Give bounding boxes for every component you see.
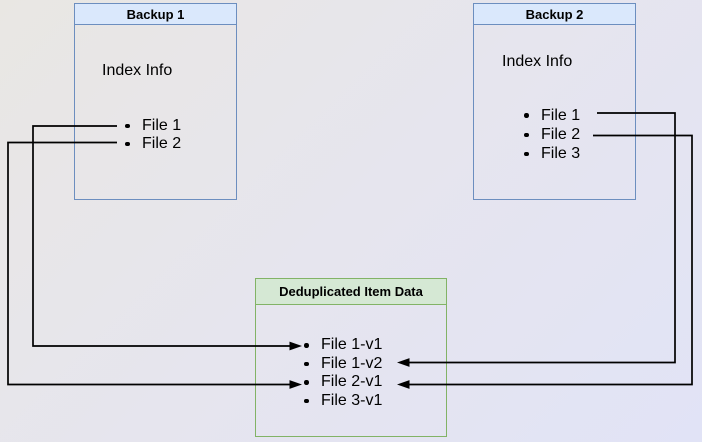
bullet-icon xyxy=(304,380,309,385)
file-label: File 2 xyxy=(541,125,581,143)
list-item: File 2 xyxy=(524,125,580,144)
file-version-label: File 2-v1 xyxy=(321,373,383,391)
bullet-icon xyxy=(304,398,309,403)
file-label: File 1 xyxy=(541,106,581,124)
list-item: File 3 xyxy=(524,145,580,164)
backup2-box: Backup 2 xyxy=(473,3,636,200)
file-version-label: File 1-v1 xyxy=(321,336,383,354)
list-item: File 2 xyxy=(125,135,181,153)
backup2-header: Backup 2 xyxy=(474,4,635,25)
list-item: File 1-v1 xyxy=(304,336,382,355)
list-item: File 3-v1 xyxy=(304,392,382,411)
list-item: File 1 xyxy=(524,106,580,125)
file-label: File 2 xyxy=(142,135,182,152)
file-version-label: File 1-v2 xyxy=(321,354,383,372)
file-version-label: File 3-v1 xyxy=(321,391,383,409)
bullet-icon xyxy=(304,343,309,348)
backup2-index-info-label: Index Info xyxy=(502,53,573,70)
list-item: File 1 xyxy=(125,117,181,135)
dedup-file-list: File 1-v1 File 1-v2 File 2-v1 File 3-v1 xyxy=(304,336,382,410)
bullet-icon xyxy=(524,113,529,118)
dedup-header: Deduplicated Item Data xyxy=(256,279,446,305)
bullet-icon xyxy=(125,141,130,147)
bullet-icon xyxy=(125,123,130,129)
backup1-index-info-label: Index Info xyxy=(102,62,173,79)
backup1-file-list: File 1 File 2 xyxy=(125,117,181,153)
backup1-box: Backup 1 xyxy=(74,3,237,200)
bullet-icon xyxy=(304,361,309,366)
backup2-file-list: File 1 File 2 File 3 xyxy=(524,106,580,164)
bullet-icon xyxy=(524,151,529,157)
list-item: File 1-v2 xyxy=(304,355,382,374)
list-item: File 2-v1 xyxy=(304,373,382,392)
file-label: File 3 xyxy=(541,145,581,163)
backup1-header: Backup 1 xyxy=(75,4,236,25)
bullet-icon xyxy=(524,132,529,138)
file-label: File 1 xyxy=(142,117,182,134)
